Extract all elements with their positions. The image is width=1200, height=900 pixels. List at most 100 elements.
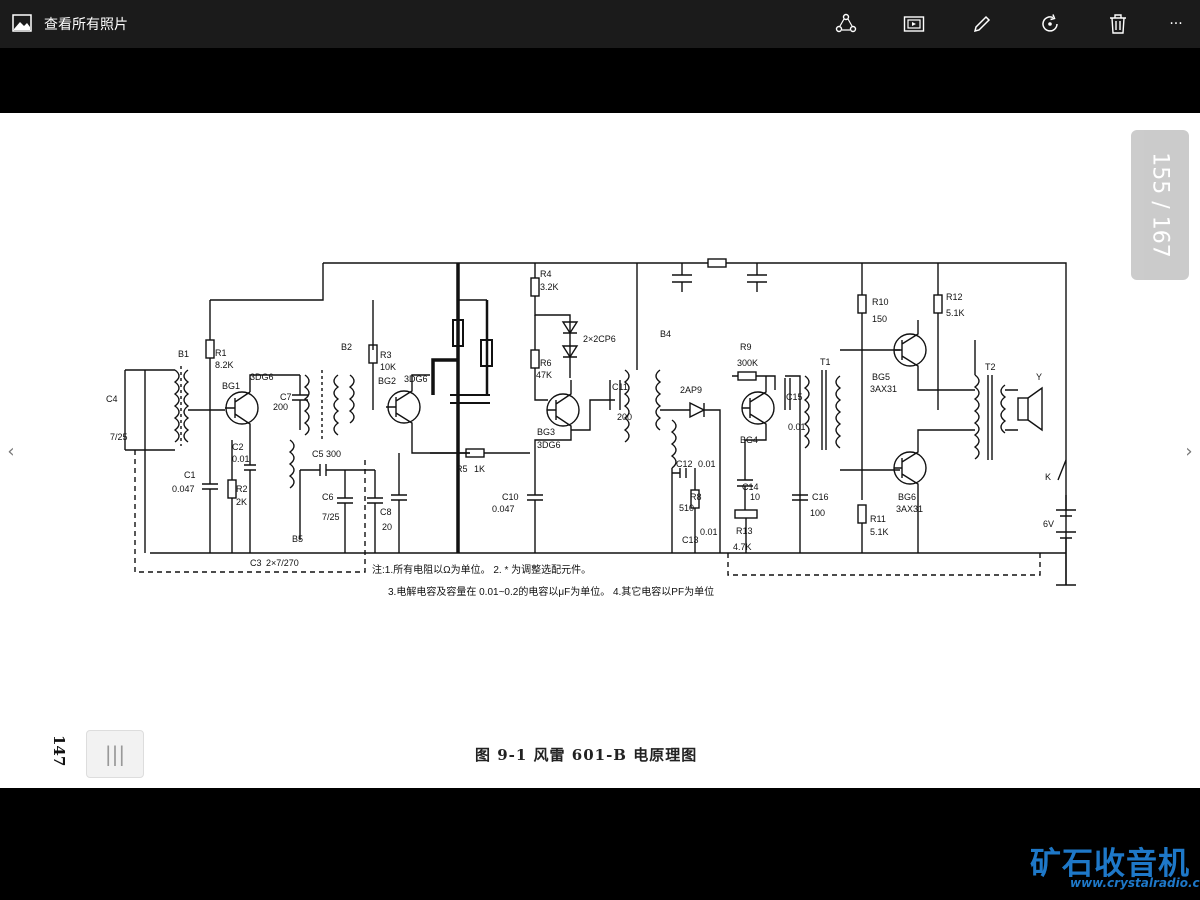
svg-text:C7: C7	[280, 392, 292, 402]
more-icon[interactable]: ···	[1169, 16, 1183, 32]
bottom-letterbox	[0, 788, 1200, 900]
page-number: 147	[50, 735, 68, 767]
svg-text:10: 10	[750, 492, 760, 502]
svg-text:3DG6: 3DG6	[404, 374, 428, 384]
svg-text:0.01: 0.01	[698, 459, 716, 469]
svg-text:0.01: 0.01	[788, 422, 806, 432]
watermark-brand: 矿石收音机	[1030, 846, 1190, 882]
svg-text:0.047: 0.047	[492, 504, 515, 514]
scroll-handle[interactable]: |||	[86, 730, 144, 778]
svg-text:0.047: 0.047	[172, 484, 195, 494]
svg-text:T2: T2	[985, 362, 996, 372]
svg-text:C10: C10	[502, 492, 519, 502]
svg-text:150: 150	[872, 314, 887, 324]
svg-text:BG5: BG5	[872, 372, 890, 382]
svg-text:300K: 300K	[737, 358, 758, 368]
schematic-labels: B1 C4 7/25 C1 0.047 R1 8.2K BG1 3DG6 C2 …	[106, 269, 1054, 598]
svg-text:C1: C1	[184, 470, 196, 480]
svg-text:200: 200	[273, 402, 288, 412]
svg-text:C2: C2	[232, 442, 244, 452]
svg-text:BG1: BG1	[222, 381, 240, 391]
svg-text:1K: 1K	[474, 464, 485, 474]
photos-app-icon	[12, 14, 32, 36]
svg-text:B2: B2	[341, 342, 352, 352]
svg-text:3DG6: 3DG6	[250, 372, 274, 382]
top-letterbox	[0, 48, 1200, 113]
svg-text:R8: R8	[690, 492, 702, 502]
svg-text:R9: R9	[740, 342, 752, 352]
svg-text:C13: C13	[682, 535, 699, 545]
svg-text:2×2CP6: 2×2CP6	[583, 334, 616, 344]
svg-text:0.01: 0.01	[232, 454, 250, 464]
title-bar: 查看所有照片 ···	[0, 0, 1200, 48]
svg-text:C16: C16	[812, 492, 829, 502]
svg-text:C12: C12	[676, 459, 693, 469]
svg-text:R6: R6	[540, 358, 552, 368]
svg-text:R5: R5	[456, 464, 468, 474]
svg-text:R4: R4	[540, 269, 552, 279]
svg-text:K: K	[1045, 472, 1051, 482]
svg-text:47K: 47K	[536, 370, 552, 380]
watermark-url: www.crystalradio.cn	[1070, 876, 1200, 890]
page-counter-text: 155 / 167	[1147, 152, 1173, 258]
svg-text:10K: 10K	[380, 362, 396, 372]
svg-text:R3: R3	[380, 350, 392, 360]
circuit-schematic: B1 C4 7/25 C1 0.047 R1 8.2K BG1 3DG6 C2 …	[106, 258, 1076, 598]
svg-text:BG3: BG3	[537, 427, 555, 437]
svg-text:C15: C15	[786, 392, 803, 402]
svg-text:3.电解电容及容量在 0.01~0.2的电容以μF为单位。: 3.电解电容及容量在 0.01~0.2的电容以μF为单位。 4.其它电容以PF为…	[388, 585, 714, 598]
svg-text:3AX31: 3AX31	[870, 384, 897, 394]
svg-text:B1: B1	[178, 349, 189, 359]
document-page: B1 C4 7/25 C1 0.047 R1 8.2K BG1 3DG6 C2 …	[0, 113, 1200, 788]
svg-text:100: 100	[810, 508, 825, 518]
svg-text:注:1.所有电阻以Ω为单位。 2. * 为调整选配元件。: 注:1.所有电阻以Ω为单位。 2. * 为调整选配元件。	[372, 563, 591, 576]
svg-text:5.1K: 5.1K	[870, 527, 889, 537]
svg-text:R1: R1	[215, 348, 227, 358]
svg-text:BG4: BG4	[740, 435, 758, 445]
svg-text:C4: C4	[106, 394, 118, 404]
site-watermark: 矿石收音机 www.crystalradio.cn	[1030, 838, 1200, 890]
svg-text:R2: R2	[236, 484, 248, 494]
svg-text:C5: C5	[312, 449, 324, 459]
back-to-all-photos-link[interactable]: 查看所有照片	[44, 17, 128, 33]
svg-text:BG6: BG6	[898, 492, 916, 502]
svg-text:3.2K: 3.2K	[540, 282, 559, 292]
rotate-icon[interactable]	[1036, 10, 1064, 38]
svg-text:BG2: BG2	[378, 376, 396, 386]
svg-text:Y: Y	[1036, 372, 1042, 382]
svg-text:8.2K: 8.2K	[215, 360, 234, 370]
svg-text:R10: R10	[872, 297, 889, 307]
svg-text:C6: C6	[322, 492, 334, 502]
svg-text:510: 510	[679, 503, 694, 513]
next-arrow-icon[interactable]: ›	[1185, 440, 1193, 462]
share-icon[interactable]	[832, 10, 860, 38]
svg-text:B5: B5	[292, 534, 303, 544]
page-counter-badge: 155 / 167	[1131, 130, 1189, 280]
figure-caption: 图 9-1 风雷 601-B 电原理图	[475, 746, 698, 764]
svg-text:R13: R13	[736, 526, 753, 536]
previous-arrow-icon[interactable]: ‹	[7, 440, 15, 462]
svg-text:20: 20	[382, 522, 392, 532]
svg-text:R12: R12	[946, 292, 963, 302]
svg-text:3DG6: 3DG6	[537, 440, 561, 450]
delete-icon[interactable]	[1104, 10, 1132, 38]
svg-text:6V: 6V	[1043, 519, 1054, 529]
svg-text:200: 200	[617, 412, 632, 422]
svg-text:B4: B4	[660, 329, 671, 339]
svg-text:7/25: 7/25	[322, 512, 340, 522]
svg-text:C11: C11	[612, 382, 628, 392]
svg-text:T1: T1	[820, 357, 831, 367]
slideshow-icon[interactable]	[900, 10, 928, 38]
svg-text:300: 300	[326, 449, 341, 459]
svg-text:3AX31: 3AX31	[896, 504, 923, 514]
svg-text:2×7/270: 2×7/270	[266, 558, 299, 568]
svg-text:5.1K: 5.1K	[946, 308, 965, 318]
svg-text:R11: R11	[870, 514, 886, 524]
svg-text:2K: 2K	[236, 497, 247, 507]
svg-text:7/25: 7/25	[110, 432, 128, 442]
svg-text:4.7K: 4.7K	[733, 542, 752, 552]
svg-text:2AP9: 2AP9	[680, 385, 702, 395]
svg-text:C3: C3	[250, 558, 262, 568]
svg-text:C8: C8	[380, 507, 392, 517]
edit-icon[interactable]	[968, 10, 996, 38]
